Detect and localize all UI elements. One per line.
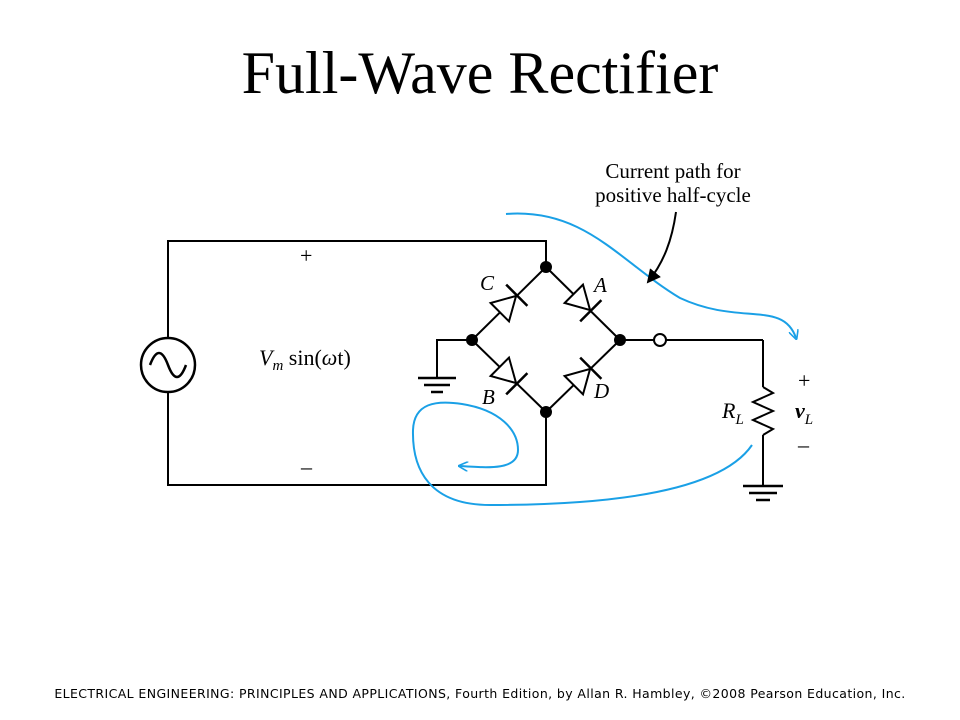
- current-path-lower: [411, 401, 753, 507]
- vout-label: vL: [795, 398, 813, 428]
- load-resistor-label: RL: [721, 398, 744, 428]
- source-plus-sign: +: [300, 243, 312, 268]
- current-path: [411, 212, 796, 507]
- annotation-line-1: Current path for: [605, 159, 740, 183]
- output-terminal: [653, 333, 667, 347]
- sine-wave-icon: [148, 351, 188, 379]
- current-path-upper: [505, 212, 796, 338]
- diode-c: [488, 283, 529, 324]
- slide-footer: ELECTRICAL ENGINEERING: PRINCIPLES AND A…: [54, 686, 906, 701]
- bridge-nodes: [466, 261, 626, 418]
- slide-title: Full-Wave Rectifier: [241, 40, 719, 106]
- ac-source: [139, 336, 197, 394]
- diode-a-label: A: [592, 273, 607, 297]
- diode-d-label: D: [593, 379, 609, 403]
- diode-d: [562, 356, 603, 397]
- annotation-arrow: [646, 211, 677, 284]
- output-wires: [620, 339, 783, 502]
- diode-c-label: C: [480, 271, 495, 295]
- bridge-ground: [418, 339, 472, 394]
- source-wires: [167, 240, 547, 486]
- vout-plus-sign: +: [798, 368, 810, 393]
- vout-minus-sign: –: [797, 432, 810, 457]
- diode-b-label: B: [482, 385, 495, 409]
- source-expression: Vm sin(ωt): [259, 345, 351, 374]
- load-resistor: [750, 386, 776, 436]
- source-minus-sign: –: [300, 454, 313, 479]
- diode-a: [562, 282, 603, 323]
- diode-b: [488, 355, 529, 396]
- annotation-line-2: positive half-cycle: [595, 183, 751, 207]
